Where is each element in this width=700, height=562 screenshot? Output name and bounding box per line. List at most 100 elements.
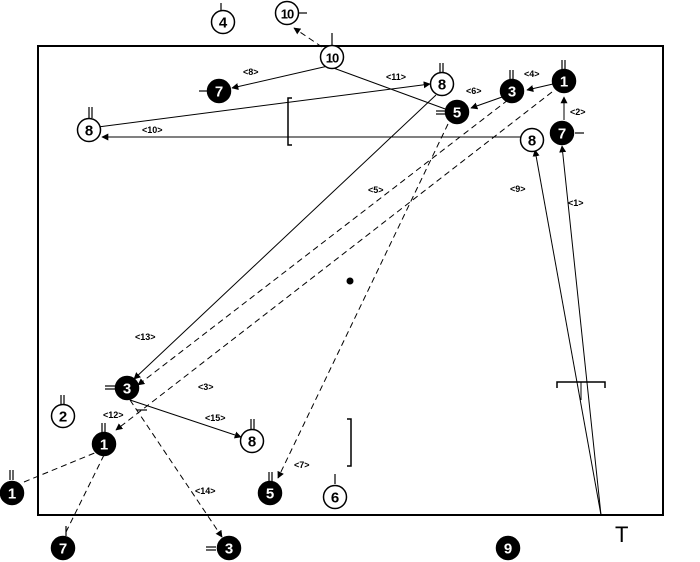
- ball-7-bottom-circle: [50, 535, 76, 561]
- path-label-9: <9>: [510, 184, 526, 194]
- path-label-8: <8>: [243, 67, 259, 77]
- ball-8-upper-circle: [429, 71, 455, 97]
- center-spot: [346, 277, 354, 285]
- path-5: [115, 91, 553, 431]
- ball-10-top-number: 10: [281, 7, 294, 22]
- ball-8-left: 8: [76, 117, 102, 143]
- ball-5-upper: 5: [444, 99, 470, 125]
- ball-8-right-number: 8: [528, 133, 536, 150]
- ball-6-lower: 6: [322, 484, 348, 510]
- ball-9-bottom: 9: [495, 535, 521, 561]
- ball-8-upper: 8: [429, 71, 455, 97]
- ball-5-lower-number: 5: [266, 486, 274, 503]
- path-label-1: <1>: [568, 198, 584, 208]
- ball-9-bottom-circle: [495, 535, 521, 561]
- ball-8-lower: 8: [239, 428, 265, 454]
- ball-8-lower-circle: [239, 428, 265, 454]
- path-14: [129, 399, 223, 538]
- ball-8-left-circle: [76, 117, 102, 143]
- ball-1-left-number: 1: [8, 486, 16, 503]
- path-1-lower: [23, 451, 98, 483]
- ball-8-right-circle: [519, 127, 545, 153]
- ball-2-lower-circle: [50, 403, 76, 429]
- path-label-2: <2>: [570, 107, 586, 117]
- ball-4-top-circle: [210, 9, 236, 35]
- path-7: [277, 123, 449, 479]
- ball-1-left-circle: [0, 480, 25, 506]
- ball-3-upper: 3: [499, 78, 525, 104]
- ball-7-upper-circle: [206, 78, 232, 104]
- ball-3-upper-number: 3: [508, 84, 516, 101]
- ball-1-lower-circle: [91, 431, 117, 457]
- ball-8-right: 8: [519, 127, 545, 153]
- path-label-6: <6>: [466, 86, 482, 96]
- path-11: [97, 81, 431, 128]
- ball-3-lower-circle: [114, 375, 140, 401]
- ball-3-lower: 3: [114, 375, 140, 401]
- ball-10-top: 10: [274, 0, 300, 26]
- ball-10-rail-number: 10: [326, 51, 339, 66]
- ball-8-lower-number: 8: [248, 434, 256, 451]
- ball-8-left-number: 8: [85, 123, 93, 140]
- bracket-upper: [287, 97, 292, 146]
- ball-7-right-circle: [549, 120, 575, 146]
- path-15: [129, 399, 242, 439]
- path-3: [137, 99, 509, 386]
- path-1: [559, 145, 602, 516]
- ball-4-top: 4: [210, 9, 236, 35]
- ball-1-lower-number: 1: [100, 437, 108, 454]
- path-8: [231, 65, 329, 91]
- path-10-rail: [293, 27, 323, 48]
- ball-1-lower: 1: [91, 431, 117, 457]
- ball-9-bottom-number: 9: [504, 541, 512, 558]
- ball-3-bottom: 3: [216, 535, 242, 561]
- ball-5-upper-circle: [444, 99, 470, 125]
- ball-1-upper-number: 1: [560, 74, 568, 91]
- ball-7-upper-number: 7: [215, 84, 223, 101]
- path-label-13: <13>: [135, 332, 156, 342]
- ball-6-lower-circle: [322, 484, 348, 510]
- path-label-3: <3>: [198, 382, 214, 392]
- corner-mark: T: [615, 522, 628, 547]
- path-4: [526, 83, 554, 92]
- path-label-5: <5>: [368, 185, 384, 195]
- path-13: [133, 94, 437, 380]
- ball-5-lower: 5: [257, 480, 283, 506]
- path-label-12: <12>: [103, 410, 124, 420]
- ball-3-upper-circle: [499, 78, 525, 104]
- ball-10-rail-circle: [319, 44, 345, 70]
- ball-1-left: 1: [0, 480, 25, 506]
- ball-3-bottom-circle: [216, 535, 242, 561]
- bracket-lower: [347, 418, 352, 467]
- table-rail: [37, 45, 664, 516]
- path-label-14: <14>: [195, 486, 216, 496]
- path-label-15: <15>: [205, 413, 226, 423]
- path-6: [470, 95, 506, 110]
- ball-2-lower-number: 2: [59, 409, 67, 426]
- ball-5-upper-number: 5: [453, 105, 461, 122]
- ball-10-top-circle: [274, 0, 300, 26]
- ball-4-top-number: 4: [219, 15, 228, 32]
- ball-6-lower-number: 6: [331, 490, 339, 507]
- ball-7-right: 7: [549, 120, 575, 146]
- ball-5-lower-circle: [257, 480, 283, 506]
- path-9: [532, 149, 602, 516]
- path-7-lower: [65, 454, 105, 533]
- ball-7-bottom-number: 7: [59, 541, 67, 558]
- ball-1-upper: 1: [551, 68, 577, 94]
- ball-2-lower: 2: [50, 403, 76, 429]
- ball-7-bottom: 7: [50, 535, 76, 561]
- ball-8-upper-number: 8: [438, 77, 446, 94]
- ball-7-right-number: 7: [558, 126, 566, 143]
- ball-3-lower-number: 3: [123, 381, 131, 398]
- ball-7-upper: 7: [206, 78, 232, 104]
- path-label-7: <7>: [294, 460, 310, 470]
- path-label-4: <4>: [524, 69, 540, 79]
- ball-1-upper-circle: [551, 68, 577, 94]
- path-label-11: <11>: [386, 72, 406, 82]
- ball-3-bottom-number: 3: [225, 541, 233, 558]
- ball-10-rail: 10: [319, 44, 345, 70]
- path-label-10: <10>: [142, 125, 163, 135]
